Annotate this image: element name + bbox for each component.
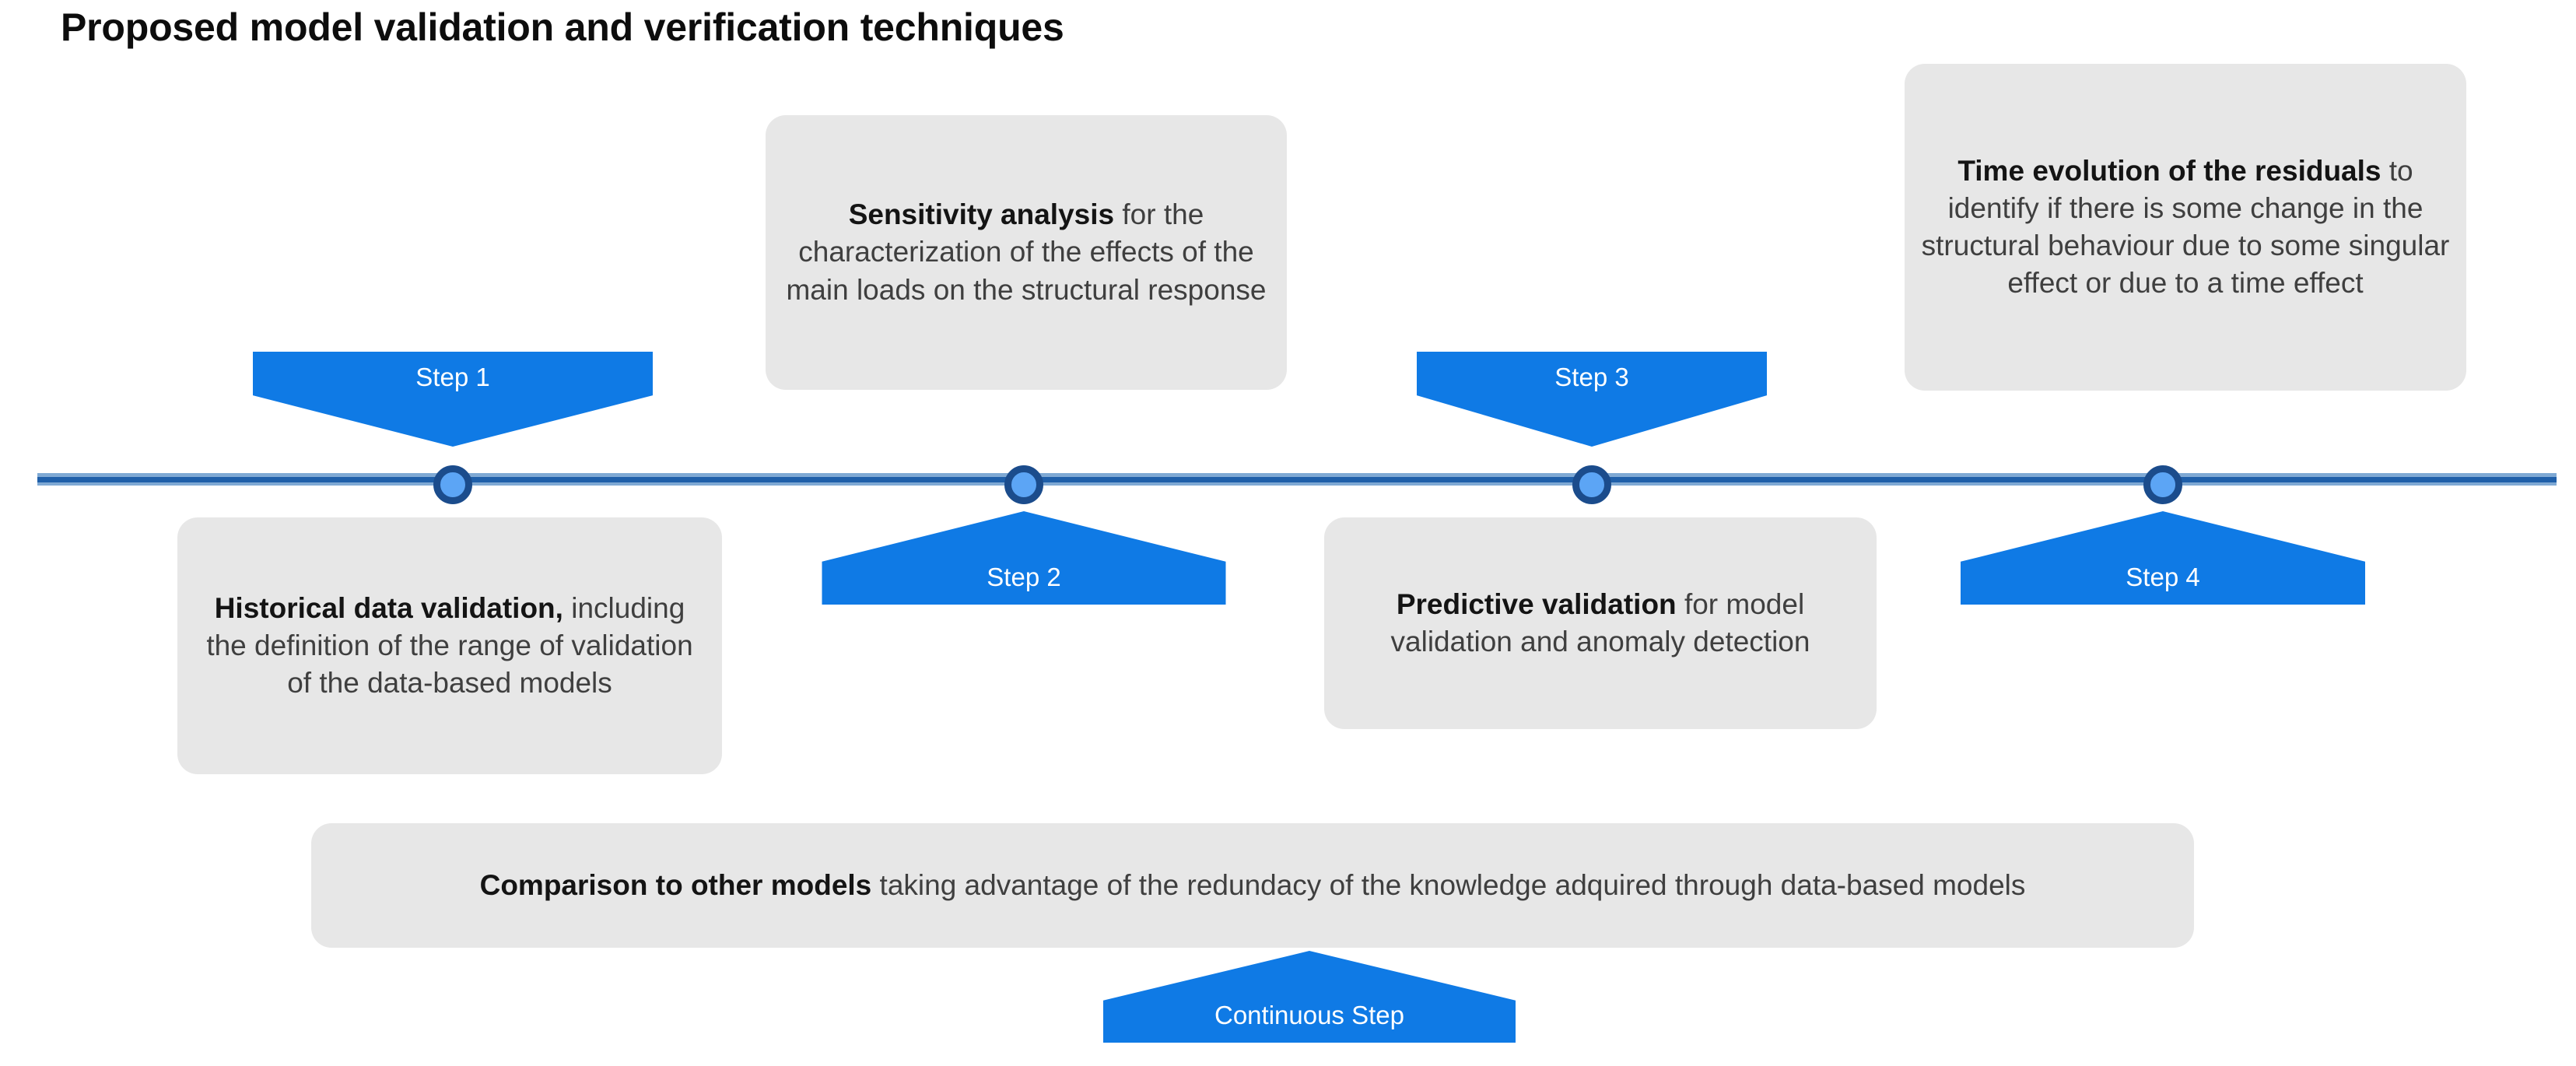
card-step-1-rest: including the definition of the range of… [206,591,693,700]
card-step-2-bold: Sensitivity analysis [848,198,1115,231]
node-step-4[interactable] [2143,465,2182,504]
card-step-3: Predictive validation for model validati… [1324,517,1877,729]
card-step-1: Historical data validation, including th… [177,517,722,774]
banner-step-3[interactable]: Step 3 [1417,352,1767,447]
timeline-axis-inner [37,477,2557,482]
card-step-3-rest: for model validation and anomaly detecti… [1390,587,1810,657]
node-step-2[interactable] [1004,465,1043,504]
card-step-2: Sensitivity analysis for the characteriz… [766,115,1287,390]
card-step-3-text: Predictive validation for model validati… [1338,586,1863,661]
banner-step-3-label: Step 3 [1554,363,1629,391]
card-continuous-step-bold: Comparison to other models [479,868,872,901]
card-step-1-bold: Historical data validation, [214,591,563,624]
card-continuous-step: Comparison to other models taking advant… [311,823,2194,948]
card-step-3-bold: Predictive validation [1396,587,1677,620]
card-step-4-rest: to identify if there is some change in t… [1921,154,2450,300]
banner-continuous-step-label: Continuous Step [1214,1001,1404,1029]
node-step-1[interactable] [433,465,472,504]
banner-step-4[interactable]: Step 4 [1961,511,2365,605]
banner-step-4-label: Step 4 [2126,563,2200,591]
card-continuous-step-rest: taking advantage of the redundacy of the… [871,868,2026,901]
banner-step-2-label: Step 2 [987,563,1061,591]
card-step-2-rest: for the characterization of the effects … [786,198,1267,306]
banner-step-2[interactable]: Step 2 [822,511,1226,605]
card-step-4: Time evolution of the residuals to ident… [1905,64,2466,391]
page-title: Proposed model validation and verificati… [61,5,1064,49]
banner-step-1-label: Step 1 [415,363,490,391]
banner-step-1[interactable]: Step 1 [253,352,653,447]
banner-continuous-step[interactable]: Continuous Step [1103,951,1516,1043]
card-step-1-text: Historical data validation, including th… [191,590,708,702]
card-step-4-bold: Time evolution of the residuals [1957,154,2381,187]
card-step-4-text: Time evolution of the residuals to ident… [1919,153,2452,302]
card-step-2-text: Sensitivity analysis for the characteriz… [780,196,1273,308]
card-continuous-step-text: Comparison to other models taking advant… [480,867,2026,904]
timeline-axis [37,473,2557,486]
node-step-3[interactable] [1572,465,1611,504]
